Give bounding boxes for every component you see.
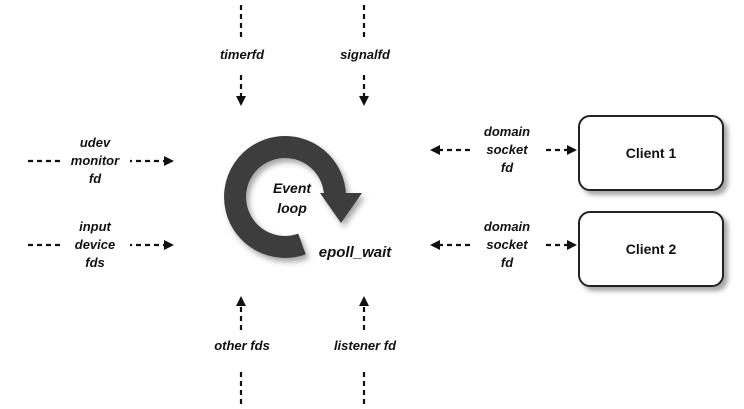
domain2-label-line3: fd <box>500 255 514 270</box>
other-fds-label: other fds <box>214 338 270 353</box>
udev-label-line2: monitor <box>70 153 120 168</box>
client-1-box: Client 1 <box>578 115 724 191</box>
input-label-line1: input <box>79 219 111 234</box>
event-loop-line2: loop <box>277 200 307 216</box>
epoll-wait-label: epoll_wait <box>318 244 392 261</box>
client-2-box: Client 2 <box>578 211 724 287</box>
udev-label-line3: fd <box>88 171 102 186</box>
listener-fd-label: listener fd <box>333 338 397 353</box>
domain1-label-line2: socket <box>486 142 528 157</box>
domain1-label-line3: fd <box>500 160 514 175</box>
input-device-fds-label: input device fds <box>60 218 130 272</box>
udev-monitor-fd-label: udev monitor fd <box>60 134 130 188</box>
event-loop-line1: Event <box>272 180 312 196</box>
domain1-label-line1: domain <box>483 124 531 139</box>
domain-socket-fd-2-label: domain socket fd <box>472 218 542 272</box>
domain2-label-line1: domain <box>483 219 531 234</box>
udev-label-line1: udev <box>79 135 111 150</box>
domain2-label-line2: socket <box>486 237 528 252</box>
signalfd-label: signalfd <box>340 47 390 62</box>
timerfd-label: timerfd <box>219 47 265 62</box>
domain-socket-fd-1-label: domain socket fd <box>472 123 542 177</box>
event-loop-arrow <box>224 135 362 258</box>
input-label-line2: device <box>74 237 116 252</box>
event-loop-label: Event loop <box>262 178 322 218</box>
input-label-line3: fds <box>85 255 105 270</box>
